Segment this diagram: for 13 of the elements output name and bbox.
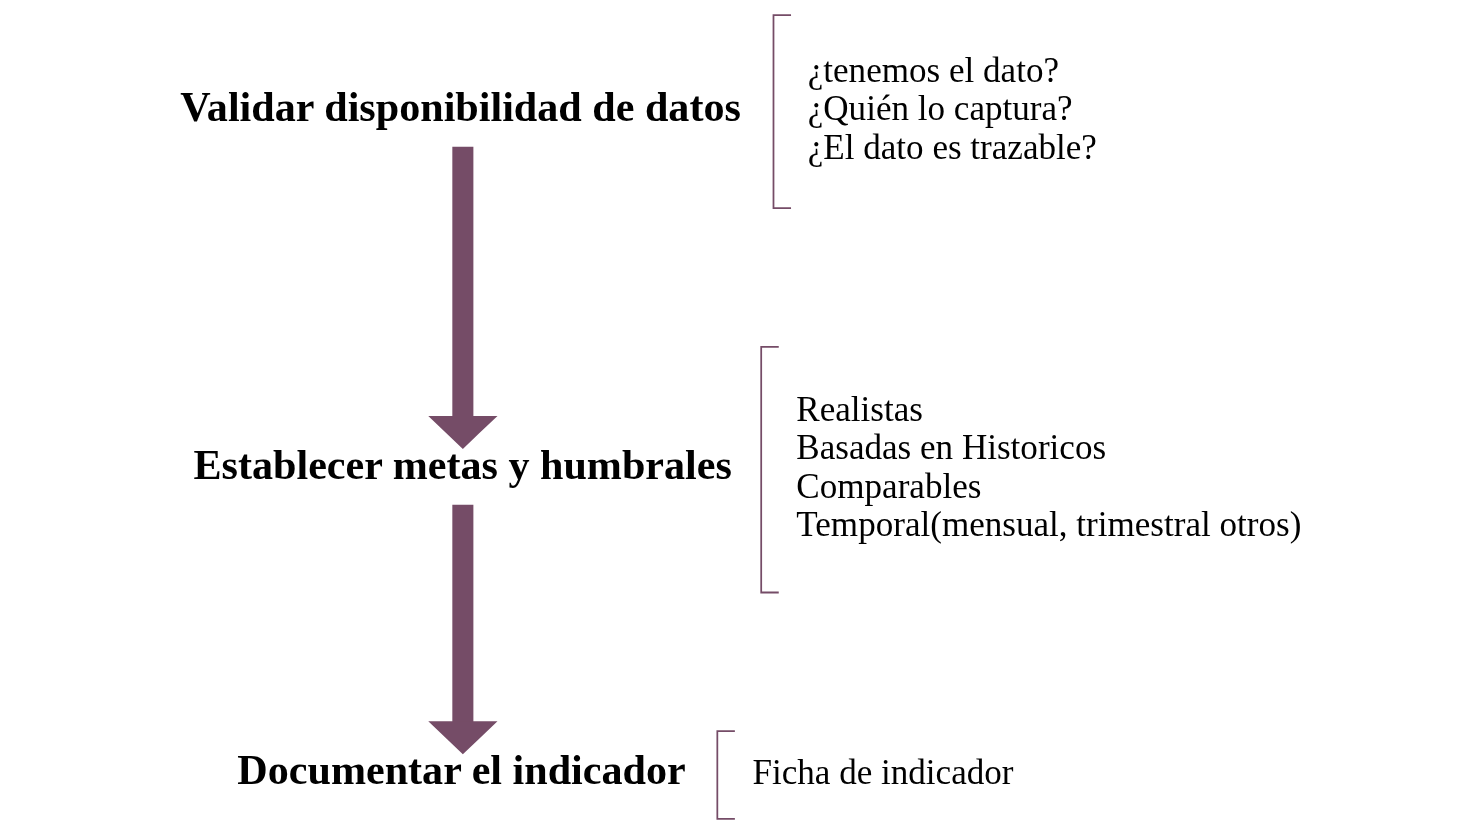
node-label: ¿El dato es trazable? [807,128,1097,168]
node-text: Establecer metas y humbrales [193,440,732,488]
arrow [428,146,498,449]
node-label: Ficha de indicador [752,752,1014,792]
node-label: Basadas en Historicos [796,428,1107,468]
node-label: Temporal(mensual, trimestral otros) [796,505,1302,545]
node-label: ¿tenemos el dato? [807,50,1060,90]
node-label: ¿Quién lo captura? [807,89,1073,129]
node-label: Comparables [796,466,982,506]
node-text: Validar disponibilidad de datos [180,82,741,130]
node-label: Realistas [796,389,923,429]
arrow [428,504,498,755]
node-text: Documentar el indicador [237,746,686,794]
